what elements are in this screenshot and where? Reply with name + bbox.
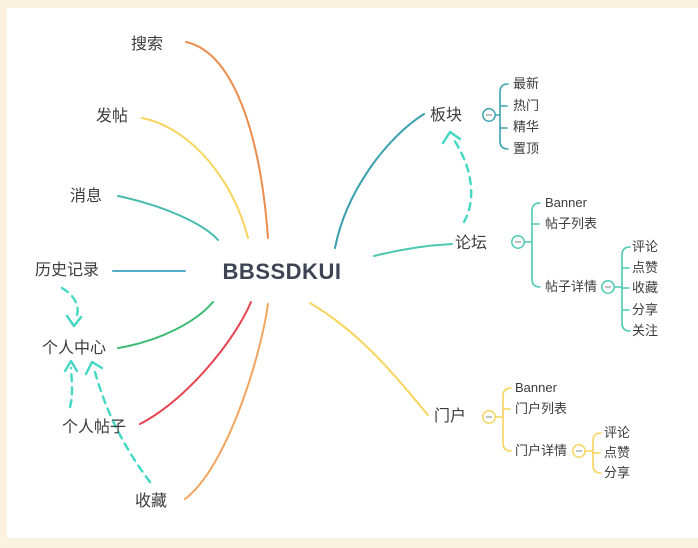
- arrow-history-to-profile[interactable]: [60, 286, 79, 322]
- node-post-detail-share[interactable]: 分享: [632, 302, 659, 317]
- node-message[interactable]: 消息: [70, 188, 103, 205]
- node-forum[interactable]: 论坛: [455, 235, 488, 252]
- branch-line-my-posts: [139, 301, 252, 425]
- node-board-child-digest[interactable]: 精华: [513, 119, 540, 134]
- node-my-posts[interactable]: 个人帖子: [62, 419, 127, 436]
- collapse-toggle-post-detail[interactable]: [601, 280, 615, 294]
- arrowhead-forum-to-board: [441, 130, 462, 145]
- branch-line-favorites: [184, 303, 269, 500]
- collapse-toggle-board[interactable]: [482, 108, 496, 122]
- branch-line-post: [141, 117, 249, 239]
- branch-line-profile: [117, 301, 214, 349]
- node-portal[interactable]: 门户: [434, 408, 467, 425]
- node-portal-child-portal-list[interactable]: 门户列表: [515, 401, 568, 416]
- bracket-board-children: [495, 83, 509, 150]
- branch-line-portal: [309, 302, 429, 416]
- arrowhead-favorites-to-profile: [84, 360, 104, 376]
- bracket-post-detail-children: [614, 246, 631, 332]
- arrow-forum-to-board[interactable]: [452, 138, 473, 224]
- branch-line-message: [117, 195, 219, 241]
- node-board[interactable]: 板块: [430, 107, 463, 124]
- arrow-favorites-to-profile[interactable]: [93, 370, 152, 484]
- node-portal-child-portal-detail[interactable]: 门户详情: [515, 443, 568, 458]
- arrowhead-history-to-profile: [65, 314, 83, 328]
- node-post[interactable]: 发帖: [96, 108, 129, 125]
- node-forum-child-post-list[interactable]: 帖子列表: [545, 216, 598, 231]
- bracket-portal-detail-children: [585, 432, 602, 474]
- node-search[interactable]: 搜索: [131, 36, 164, 53]
- node-forum-child-post-detail[interactable]: 帖子详情: [545, 279, 598, 294]
- node-portal-detail-like[interactable]: 点赞: [604, 445, 631, 460]
- node-post-detail-comment[interactable]: 评论: [632, 239, 659, 254]
- node-favorites[interactable]: 收藏: [135, 493, 168, 510]
- node-board-child-hot[interactable]: 热门: [513, 98, 540, 113]
- branch-line-forum: [373, 243, 453, 257]
- node-board-child-latest[interactable]: 最新: [513, 76, 540, 91]
- bracket-portal-children: [495, 387, 512, 452]
- node-portal-detail-comment[interactable]: 评论: [604, 425, 631, 440]
- arrowhead-my-posts-to-profile: [63, 359, 79, 373]
- bracket-forum-children: [524, 202, 541, 288]
- node-forum-child-banner[interactable]: Banner: [545, 195, 587, 210]
- node-post-detail-like[interactable]: 点赞: [632, 260, 659, 275]
- node-post-detail-follow[interactable]: 关注: [632, 323, 659, 338]
- node-portal-detail-share[interactable]: 分享: [604, 465, 631, 480]
- central-topic[interactable]: BBSSDKUI: [222, 259, 342, 284]
- collapse-toggle-forum[interactable]: [511, 235, 525, 249]
- collapse-toggle-portal-detail[interactable]: [572, 444, 586, 458]
- node-board-child-pinned[interactable]: 置顶: [513, 141, 540, 156]
- arrow-my-posts-to-profile[interactable]: [68, 366, 74, 409]
- node-history[interactable]: 历史记录: [35, 262, 100, 279]
- collapse-toggle-portal[interactable]: [482, 410, 496, 424]
- branch-line-search: [185, 41, 269, 239]
- node-post-detail-favorite[interactable]: 收藏: [632, 280, 659, 295]
- node-portal-child-banner[interactable]: Banner: [515, 380, 557, 395]
- branch-line-board: [334, 113, 425, 249]
- node-profile[interactable]: 个人中心: [42, 340, 107, 357]
